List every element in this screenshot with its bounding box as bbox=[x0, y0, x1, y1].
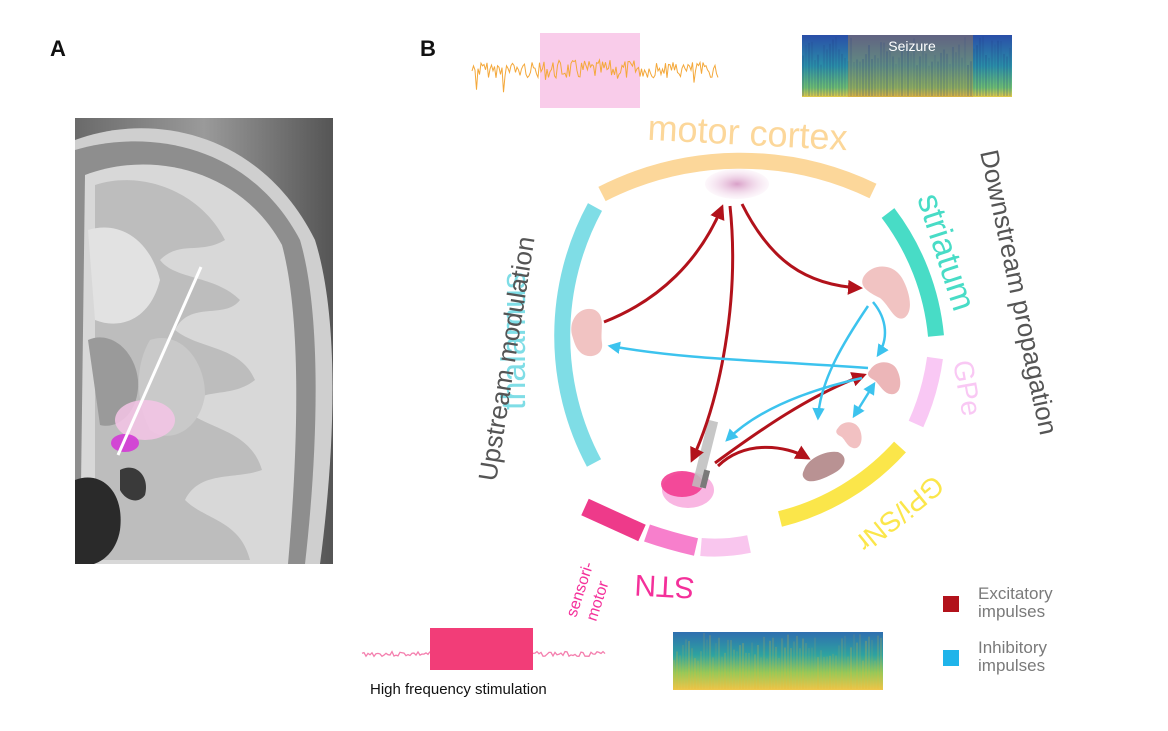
seizure-spectrogram: Seizure bbox=[802, 35, 1012, 97]
stn-highlight-blob bbox=[115, 400, 175, 440]
seizure-highlight-window bbox=[540, 33, 640, 108]
post-stimulation-spectrogram bbox=[673, 632, 883, 690]
stimulation-label: High frequency stimulation bbox=[370, 681, 547, 698]
thalamus-nucleus bbox=[571, 308, 603, 357]
arrow-gpi-to-thalamus bbox=[607, 341, 869, 370]
motor-cortex-arc bbox=[598, 152, 877, 202]
gpe-label: GPe bbox=[947, 358, 987, 419]
legend-excitatory-swatch bbox=[943, 596, 959, 612]
thalamus-arc bbox=[554, 203, 603, 467]
stimulation-trace bbox=[361, 628, 606, 670]
legend-inhibitory-swatch bbox=[943, 650, 959, 666]
arrow-gpe-to-stn bbox=[725, 376, 863, 442]
seizure-eeg-trace bbox=[471, 33, 719, 108]
thalamus-label: thalamus bbox=[495, 272, 533, 410]
hfs-burst bbox=[430, 628, 533, 670]
excitatory-arrows bbox=[603, 203, 867, 468]
inhibitory-arrows bbox=[607, 301, 889, 442]
stn-target-blob bbox=[111, 434, 139, 452]
gpi-nucleus bbox=[836, 422, 862, 449]
legend-inhibitory-line2: impulses bbox=[978, 656, 1045, 675]
dbs-electrode-line bbox=[116, 266, 203, 456]
legend-inhibitory-line1: Inhibitory bbox=[978, 638, 1047, 657]
arrow-thalamus-to-motor-cortex bbox=[603, 204, 725, 324]
motor-cortex-nucleus bbox=[705, 169, 769, 199]
stn-sensorimotor-arc bbox=[581, 498, 646, 542]
legend: Excitatory impulses Inhibitory impulses bbox=[943, 584, 1053, 675]
arrow-striatum-to-gpe bbox=[872, 301, 889, 358]
arrow-motor-cortex-to-stn bbox=[690, 205, 735, 463]
arrow-gpe-gpi-bidirectional bbox=[852, 381, 876, 419]
arrow-motor-cortex-to-striatum bbox=[740, 203, 863, 295]
legend-excitatory-line1: Excitatory bbox=[978, 584, 1053, 603]
mri-brain-image bbox=[75, 118, 333, 564]
dbs-lead bbox=[691, 419, 719, 489]
gpe-nucleus bbox=[867, 362, 901, 395]
striatum-nucleus bbox=[862, 266, 910, 319]
stn-label: STN bbox=[634, 568, 696, 604]
panel-label-b: B bbox=[420, 36, 436, 61]
spectrogram-seizure-label: Seizure bbox=[888, 38, 936, 54]
motor-cortex-label: motor cortex bbox=[647, 107, 849, 158]
downstream-label: Downstream propagation bbox=[974, 147, 1064, 437]
gpi-snr-arc bbox=[777, 441, 906, 527]
region-ring bbox=[554, 152, 944, 557]
gpe-arc bbox=[908, 356, 943, 428]
striatum-arc bbox=[881, 208, 944, 337]
snr-nucleus bbox=[802, 451, 845, 482]
arrow-striatum-to-gpi bbox=[812, 305, 870, 421]
legend-excitatory-line2: impulses bbox=[978, 602, 1045, 621]
stn-associative-arc bbox=[644, 524, 699, 556]
panel-label-a: A bbox=[50, 36, 66, 61]
stn-limbic-arc bbox=[700, 535, 751, 557]
arrow-stn-to-gpi-snr bbox=[716, 445, 811, 468]
